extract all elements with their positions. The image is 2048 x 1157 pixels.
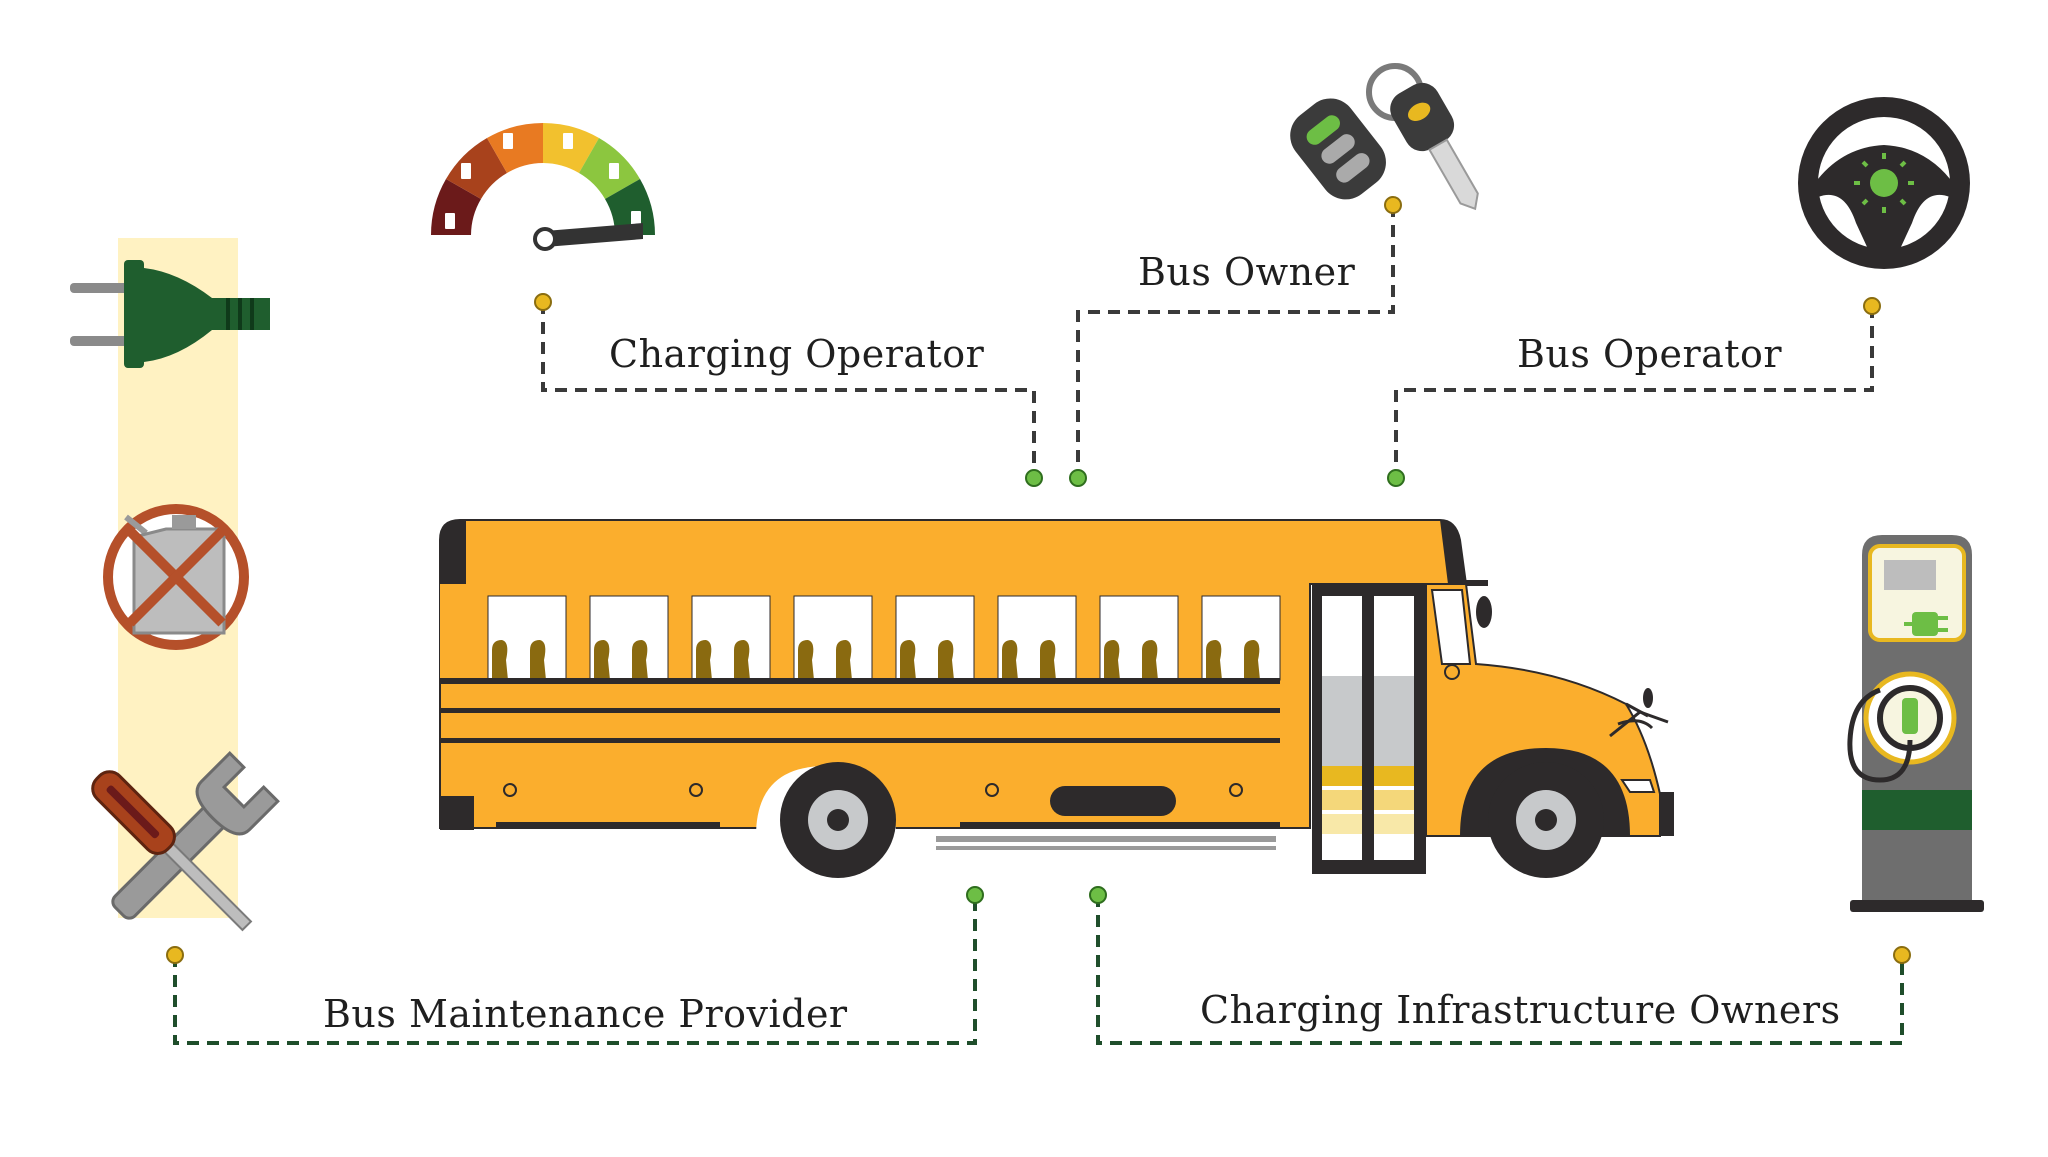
dot-charging-operator-bus	[1025, 469, 1043, 487]
car-keys-icon	[1290, 63, 1479, 211]
battery-gauge-icon	[431, 123, 655, 251]
electric-plug-icon	[70, 260, 270, 368]
dot-infrastructure-icon	[1893, 946, 1911, 964]
connector-lines	[541, 205, 1874, 478]
label-bus-operator: Bus Operator	[1517, 332, 1783, 376]
label-bus-maintenance-provider: Bus Maintenance Provider	[323, 992, 848, 1036]
dot-maintenance-bus	[966, 886, 984, 904]
school-bus-icon	[439, 519, 1674, 878]
label-charging-operator: Charging Operator	[609, 332, 985, 376]
dot-maintenance-icon	[166, 946, 184, 964]
wrench-screwdriver-icon	[91, 751, 280, 932]
dot-charging-operator-icon	[534, 293, 552, 311]
dot-bus-operator-bus	[1387, 469, 1405, 487]
connector-bus-operator	[1394, 306, 1874, 478]
dot-bus-owner-icon	[1384, 196, 1402, 214]
label-charging-infrastructure-owners: Charging Infrastructure Owners	[1200, 988, 1841, 1032]
steering-wheel-icon	[1798, 97, 1970, 269]
connector-bus-maintenance-provider	[173, 895, 977, 1045]
ev-charging-station-icon	[1847, 535, 1984, 912]
connector-charging-infrastructure-owners	[1096, 895, 1904, 1045]
label-bus-owner: Bus Owner	[1138, 250, 1356, 294]
rear-wheel	[780, 762, 896, 878]
connector-bus-owner	[1076, 205, 1395, 478]
front-wheel	[1488, 762, 1604, 878]
no-fuel-can-icon	[103, 504, 249, 650]
dot-bus-operator-icon	[1863, 297, 1881, 315]
dot-bus-owner-bus	[1069, 469, 1087, 487]
connector-dots	[166, 196, 1911, 964]
dot-infrastructure-bus	[1089, 886, 1107, 904]
connector-charging-operator	[541, 302, 1036, 478]
